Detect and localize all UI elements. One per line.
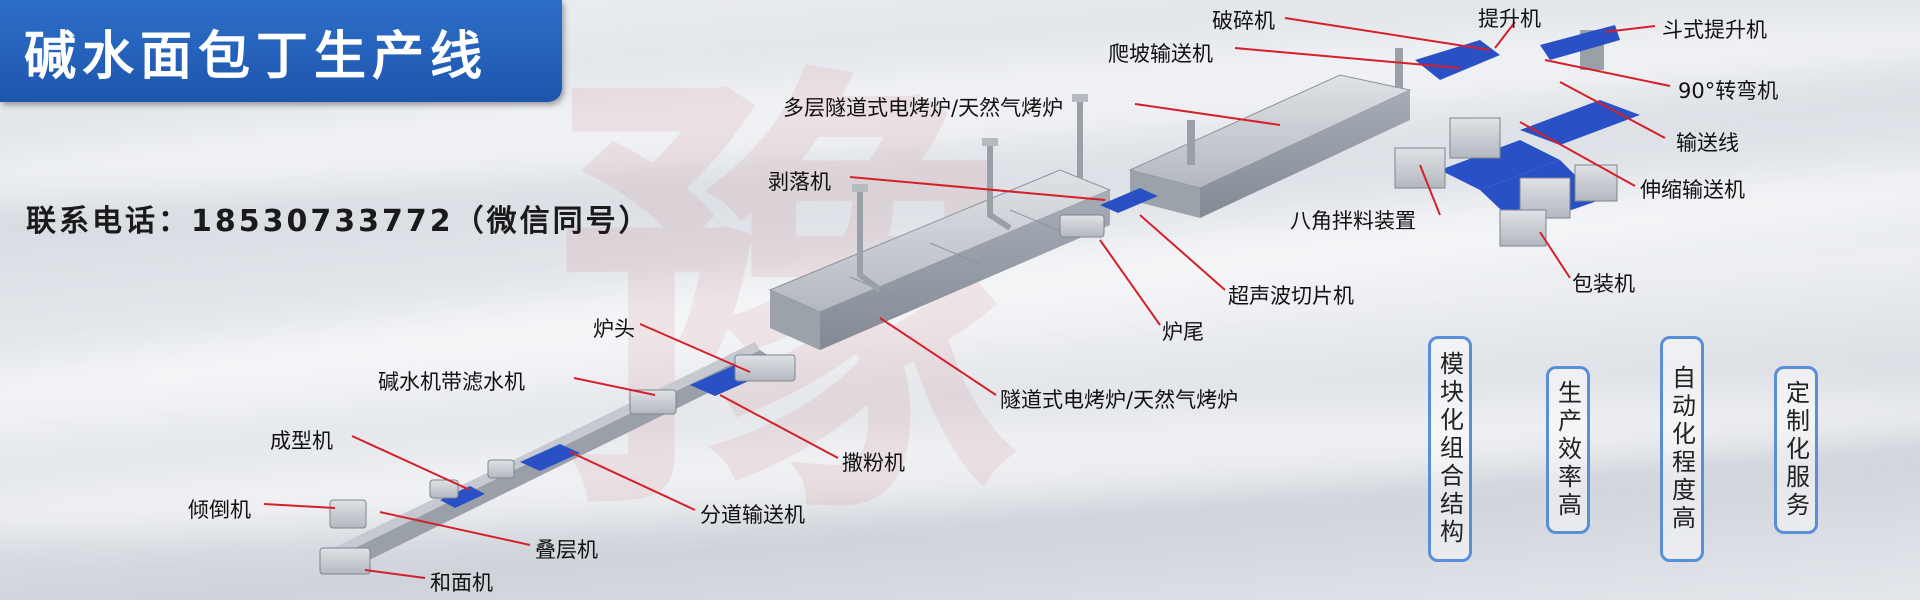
label-octagonal-mixer: 八角拌料装置 [1290, 209, 1416, 233]
label-90-turn-machine: 90°转弯机 [1678, 79, 1779, 103]
label-crusher: 破碎机 [1212, 9, 1275, 33]
label-laminator: 叠层机 [535, 538, 598, 562]
feature-box-modular: 模块化组合结构 [1428, 336, 1472, 562]
label-elevator: 提升机 [1478, 7, 1541, 31]
label-oven-tail: 炉尾 [1162, 320, 1204, 344]
label-telescopic-conveyor: 伸缩输送机 [1640, 178, 1745, 202]
tunnel-oven-lower [768, 169, 1112, 350]
feature-box-efficiency: 生产效率高 [1546, 366, 1590, 534]
label-tipping-machine: 倾倒机 [188, 498, 251, 522]
label-powder-sprinkler: 撒粉机 [842, 451, 905, 475]
label-packaging-machine: 包装机 [1572, 272, 1635, 296]
label-forming-machine: 成型机 [270, 429, 333, 453]
label-peeling-machine: 剥落机 [768, 170, 831, 194]
label-bucket-elevator: 斗式提升机 [1662, 18, 1767, 42]
small-machines [319, 214, 1105, 575]
label-oven-head: 炉头 [593, 317, 635, 341]
label-tunnel-oven: 隧道式电烤炉/天然气烤炉 [1000, 388, 1239, 412]
label-conveyor-line: 输送线 [1676, 131, 1739, 155]
chimney-caps [852, 94, 1088, 192]
label-multilayer-oven: 多层隧道式电烤炉/天然气烤炉 [783, 96, 1064, 120]
chimney [857, 100, 1083, 293]
label-lane-conveyor: 分道输送机 [700, 503, 805, 527]
label-incline-conveyor: 爬坡输送机 [1108, 42, 1213, 66]
label-ultrasonic-slicer: 超声波切片机 [1228, 284, 1354, 308]
title-banner: 碱水面包丁生产线 [0, 0, 562, 102]
feature-box-customization: 定制化服务 [1774, 366, 1818, 534]
label-dough-mixer: 和面机 [430, 571, 493, 595]
page-title: 碱水面包丁生产线 [24, 26, 489, 87]
label-alkaline-water-machine: 碱水机带滤水机 [378, 370, 525, 394]
leader-lines [263, 17, 1671, 579]
packaging-area [1394, 25, 1640, 247]
contact-phone: 联系电话：18530733772（微信同号） [26, 204, 652, 239]
multilayer-oven [1128, 48, 1412, 218]
feature-box-automation: 自动化程度高 [1660, 336, 1704, 562]
